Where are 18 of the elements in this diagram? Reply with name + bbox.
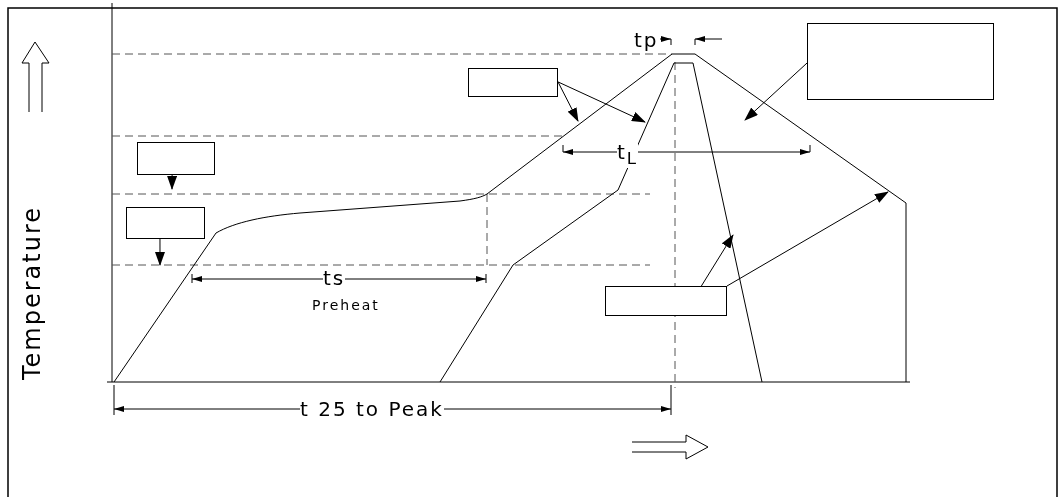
leader-line <box>557 81 646 123</box>
dimension-label: t$_{L}$ <box>617 142 639 168</box>
leader-line <box>557 81 579 122</box>
dimension-label: ts <box>323 268 346 288</box>
callout-box <box>468 68 558 97</box>
callout-box <box>126 207 205 239</box>
leader-line <box>167 174 178 190</box>
callout-box <box>605 286 727 316</box>
axis-label: Temperature <box>20 205 44 380</box>
zone-label: Preheat <box>312 298 380 312</box>
callout-box <box>807 23 994 100</box>
dimension-label: t 25 to Peak <box>300 399 444 419</box>
dimension-label: tp <box>634 30 659 50</box>
leader-line <box>700 234 734 287</box>
leader-line <box>726 191 889 287</box>
callout-box <box>137 142 215 175</box>
leader-line <box>744 62 808 121</box>
leader-line <box>155 238 165 266</box>
